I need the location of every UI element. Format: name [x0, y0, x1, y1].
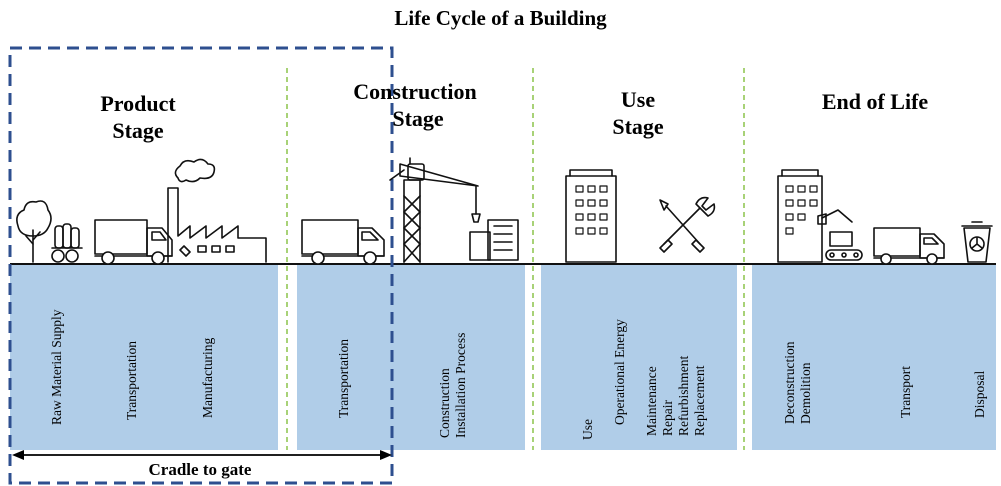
stage-product: Product Stage	[88, 90, 188, 144]
stage-panels	[10, 265, 996, 450]
building-icon	[565, 169, 617, 263]
stage-end-of-life-line1: End of Life	[821, 89, 929, 114]
building-icon-2	[777, 169, 823, 263]
label-deconstruction-demolition: Deconstruction Demolition	[782, 341, 813, 424]
panel-construction	[297, 265, 525, 450]
stage-dividers	[286, 68, 745, 450]
label-transportation-2: Transportation	[336, 338, 351, 418]
crane-icon	[389, 157, 519, 263]
label-maintenance-group: Maintenance Repair Refurbishment Replace…	[644, 355, 707, 436]
stage-construction-line1: Construction	[353, 79, 477, 104]
cradle-to-gate-arrow	[12, 450, 392, 460]
panel-product	[10, 265, 278, 450]
truck-icon	[94, 219, 173, 265]
stage-product-line1: Product	[100, 91, 176, 116]
diagram-title: Life Cycle of a Building	[394, 6, 607, 30]
tools-icon	[659, 196, 716, 253]
excavator-icon	[817, 209, 863, 261]
label-construction-installation: Construction Installation Process	[437, 332, 468, 438]
panel-use	[541, 265, 737, 450]
tree-icon	[16, 200, 52, 263]
truck-icon-3	[873, 227, 945, 265]
label-disposal: Disposal	[972, 370, 987, 418]
panel-end-of-life	[752, 265, 996, 450]
label-raw-material: Raw Material Supply	[49, 309, 64, 425]
stage-use-line1: Use	[620, 87, 656, 112]
label-operational-energy: Operational Energy	[612, 319, 627, 425]
stage-construction-line2: Stage	[392, 106, 444, 131]
label-transportation-1: Transportation	[124, 340, 139, 420]
stage-use: Use Stage	[588, 86, 688, 140]
stage-use-line2: Stage	[612, 114, 664, 139]
label-use: Use	[580, 419, 595, 440]
stage-end-of-life: End of Life	[800, 88, 950, 115]
label-manufacturing: Manufacturing	[200, 337, 215, 418]
cradle-to-gate-label: Cradle to gate	[148, 460, 252, 479]
stage-product-line2: Stage	[112, 118, 164, 143]
factory-icon	[167, 158, 267, 263]
logs-icon	[51, 223, 83, 263]
recycle-bin-icon	[961, 221, 993, 263]
label-transport: Transport	[898, 365, 913, 418]
stage-construction: Construction Stage	[330, 78, 500, 132]
cradle-to-gate-box	[8, 46, 394, 485]
truck-icon-2	[301, 219, 385, 265]
